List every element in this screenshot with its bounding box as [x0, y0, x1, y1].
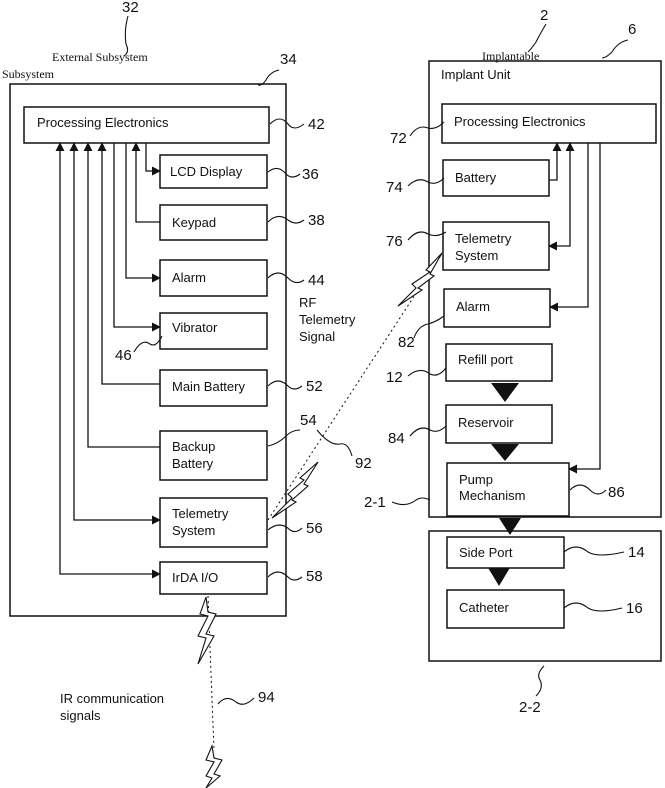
ext-backup-battery-line2: Battery: [172, 456, 214, 471]
ext-ref-52-leader: [268, 381, 302, 389]
implantable-subsystem: 2 Implantable 6 Implant Unit Processing …: [364, 7, 661, 716]
imp-alarm-label: Alarm: [456, 299, 490, 314]
imp-ref-86-leader: [570, 485, 606, 494]
imp-telemetry-line1: Telemetry: [455, 231, 512, 246]
rf-label-line1: RF: [299, 295, 316, 310]
ir-communication-link: IR communication signals 94: [60, 596, 275, 788]
rf-ref-92: 92: [355, 455, 372, 472]
ext-ref-42-leader: [270, 119, 304, 128]
ext-ref-52: 52: [306, 378, 323, 395]
rf-label-line3: Signal: [299, 329, 335, 344]
imp-reservoir-label: Reservoir: [458, 415, 514, 430]
ext-ref-38: 38: [308, 212, 325, 229]
implant-lower-ref-2-2: 2-2: [519, 699, 541, 716]
ext-ref-56: 56: [306, 520, 323, 537]
external-bus-wires: [60, 143, 160, 574]
implant-bus-wires: [549, 143, 600, 469]
implant-box-ref-6-leader: [602, 40, 628, 58]
ext-lcd-display-label: LCD Display: [170, 164, 243, 179]
imp-ref-16: 16: [626, 600, 643, 617]
ext-vibrator-label: Vibrator: [172, 320, 218, 335]
ext-ref-44: 44: [308, 272, 325, 289]
ext-backup-battery-line1: Backup: [172, 439, 215, 454]
rf-ref-92-leader: [317, 430, 352, 456]
imp-telemetry-line2: System: [455, 248, 498, 263]
ext-ref-54-leader: [268, 430, 300, 446]
imp-ref-12: 12: [386, 369, 403, 386]
ext-ref-46-leader: [134, 336, 162, 352]
imp-catheter-label: Catheter: [459, 600, 510, 615]
imp-side-port-label: Side Port: [459, 545, 513, 560]
imp-ref-72: 72: [390, 130, 407, 147]
imp-ref-84: 84: [388, 430, 405, 447]
ir-label-line2: signals: [60, 708, 101, 723]
imp-ref-76-leader: [408, 232, 446, 240]
imp-ref-14: 14: [628, 544, 645, 561]
ext-ref-42: 42: [308, 116, 325, 133]
ir-lightning-lower: [206, 746, 222, 788]
external-box-ref-34: 34: [280, 51, 297, 68]
external-subsystem-title-clipped: Subsystem: [2, 67, 55, 81]
implant-box-ref-6: 6: [628, 21, 636, 38]
implant-unit-label: Implant Unit: [441, 67, 511, 82]
imp-ref-86: 86: [608, 484, 625, 501]
imp-ref-72-leader: [410, 122, 444, 136]
ir-ref-94-leader: [218, 698, 254, 704]
imp-pump-line1: Pump: [459, 472, 493, 487]
imp-refill-port-label: Refill port: [458, 352, 513, 367]
rf-lightning-upper: [398, 253, 442, 306]
ext-telemetry-line1: Telemetry: [172, 506, 229, 521]
external-box-ref-leader: [258, 70, 279, 85]
implant-ref-2: 2: [540, 7, 548, 24]
imp-ref-84-leader: [410, 426, 446, 436]
external-subsystem: 32 External Subsystem Subsystem 34 Proce…: [2, 0, 325, 616]
ext-ref-56-leader: [268, 525, 302, 532]
implant-section-ref-2-1: 2-1: [364, 494, 386, 511]
ext-keypad-label: Keypad: [172, 215, 216, 230]
ext-ref-58-leader: [268, 572, 302, 580]
ext-processing-electronics-label: Processing Electronics: [37, 115, 169, 130]
ext-ref-54: 54: [300, 412, 317, 429]
imp-pump-line2: Mechanism: [459, 488, 525, 503]
ext-ref-46: 46: [115, 347, 132, 364]
ext-main-battery-label: Main Battery: [172, 379, 245, 394]
external-ref-32: 32: [122, 0, 139, 16]
ext-ref-58: 58: [306, 568, 323, 585]
imp-ref-14-leader: [564, 547, 624, 555]
imp-ref-76: 76: [386, 233, 403, 250]
imp-ref-16-leader: [564, 603, 622, 611]
rf-label-line2: Telemetry: [299, 312, 356, 327]
imp-ref-74: 74: [386, 179, 403, 196]
implant-lower-ref-leader: [536, 666, 544, 696]
ir-ref-94: 94: [258, 689, 275, 706]
ext-ref-36: 36: [302, 166, 319, 183]
imp-battery-label: Battery: [455, 170, 497, 185]
implant-section-ref-leader: [392, 498, 430, 505]
external-subsystem-title: External Subsystem: [52, 50, 148, 64]
imp-ref-12-leader: [408, 368, 446, 376]
ext-alarm-label: Alarm: [172, 270, 206, 285]
implant-ref-2-leader: [528, 24, 546, 52]
imp-ref-74-leader: [408, 178, 444, 186]
ext-ref-36-leader: [268, 168, 300, 177]
ext-telemetry-line2: System: [172, 523, 215, 538]
rf-lightning-lower: [272, 462, 318, 518]
imp-processing-electronics-label: Processing Electronics: [454, 114, 586, 129]
ir-lightning-upper: [198, 597, 216, 664]
ir-label-line1: IR communication: [60, 691, 164, 706]
ext-irda-io-label: IrDA I/O: [172, 570, 218, 585]
imp-ref-82: 82: [398, 334, 415, 351]
rf-telemetry-link: RF Telemetry Signal 92: [268, 252, 443, 520]
